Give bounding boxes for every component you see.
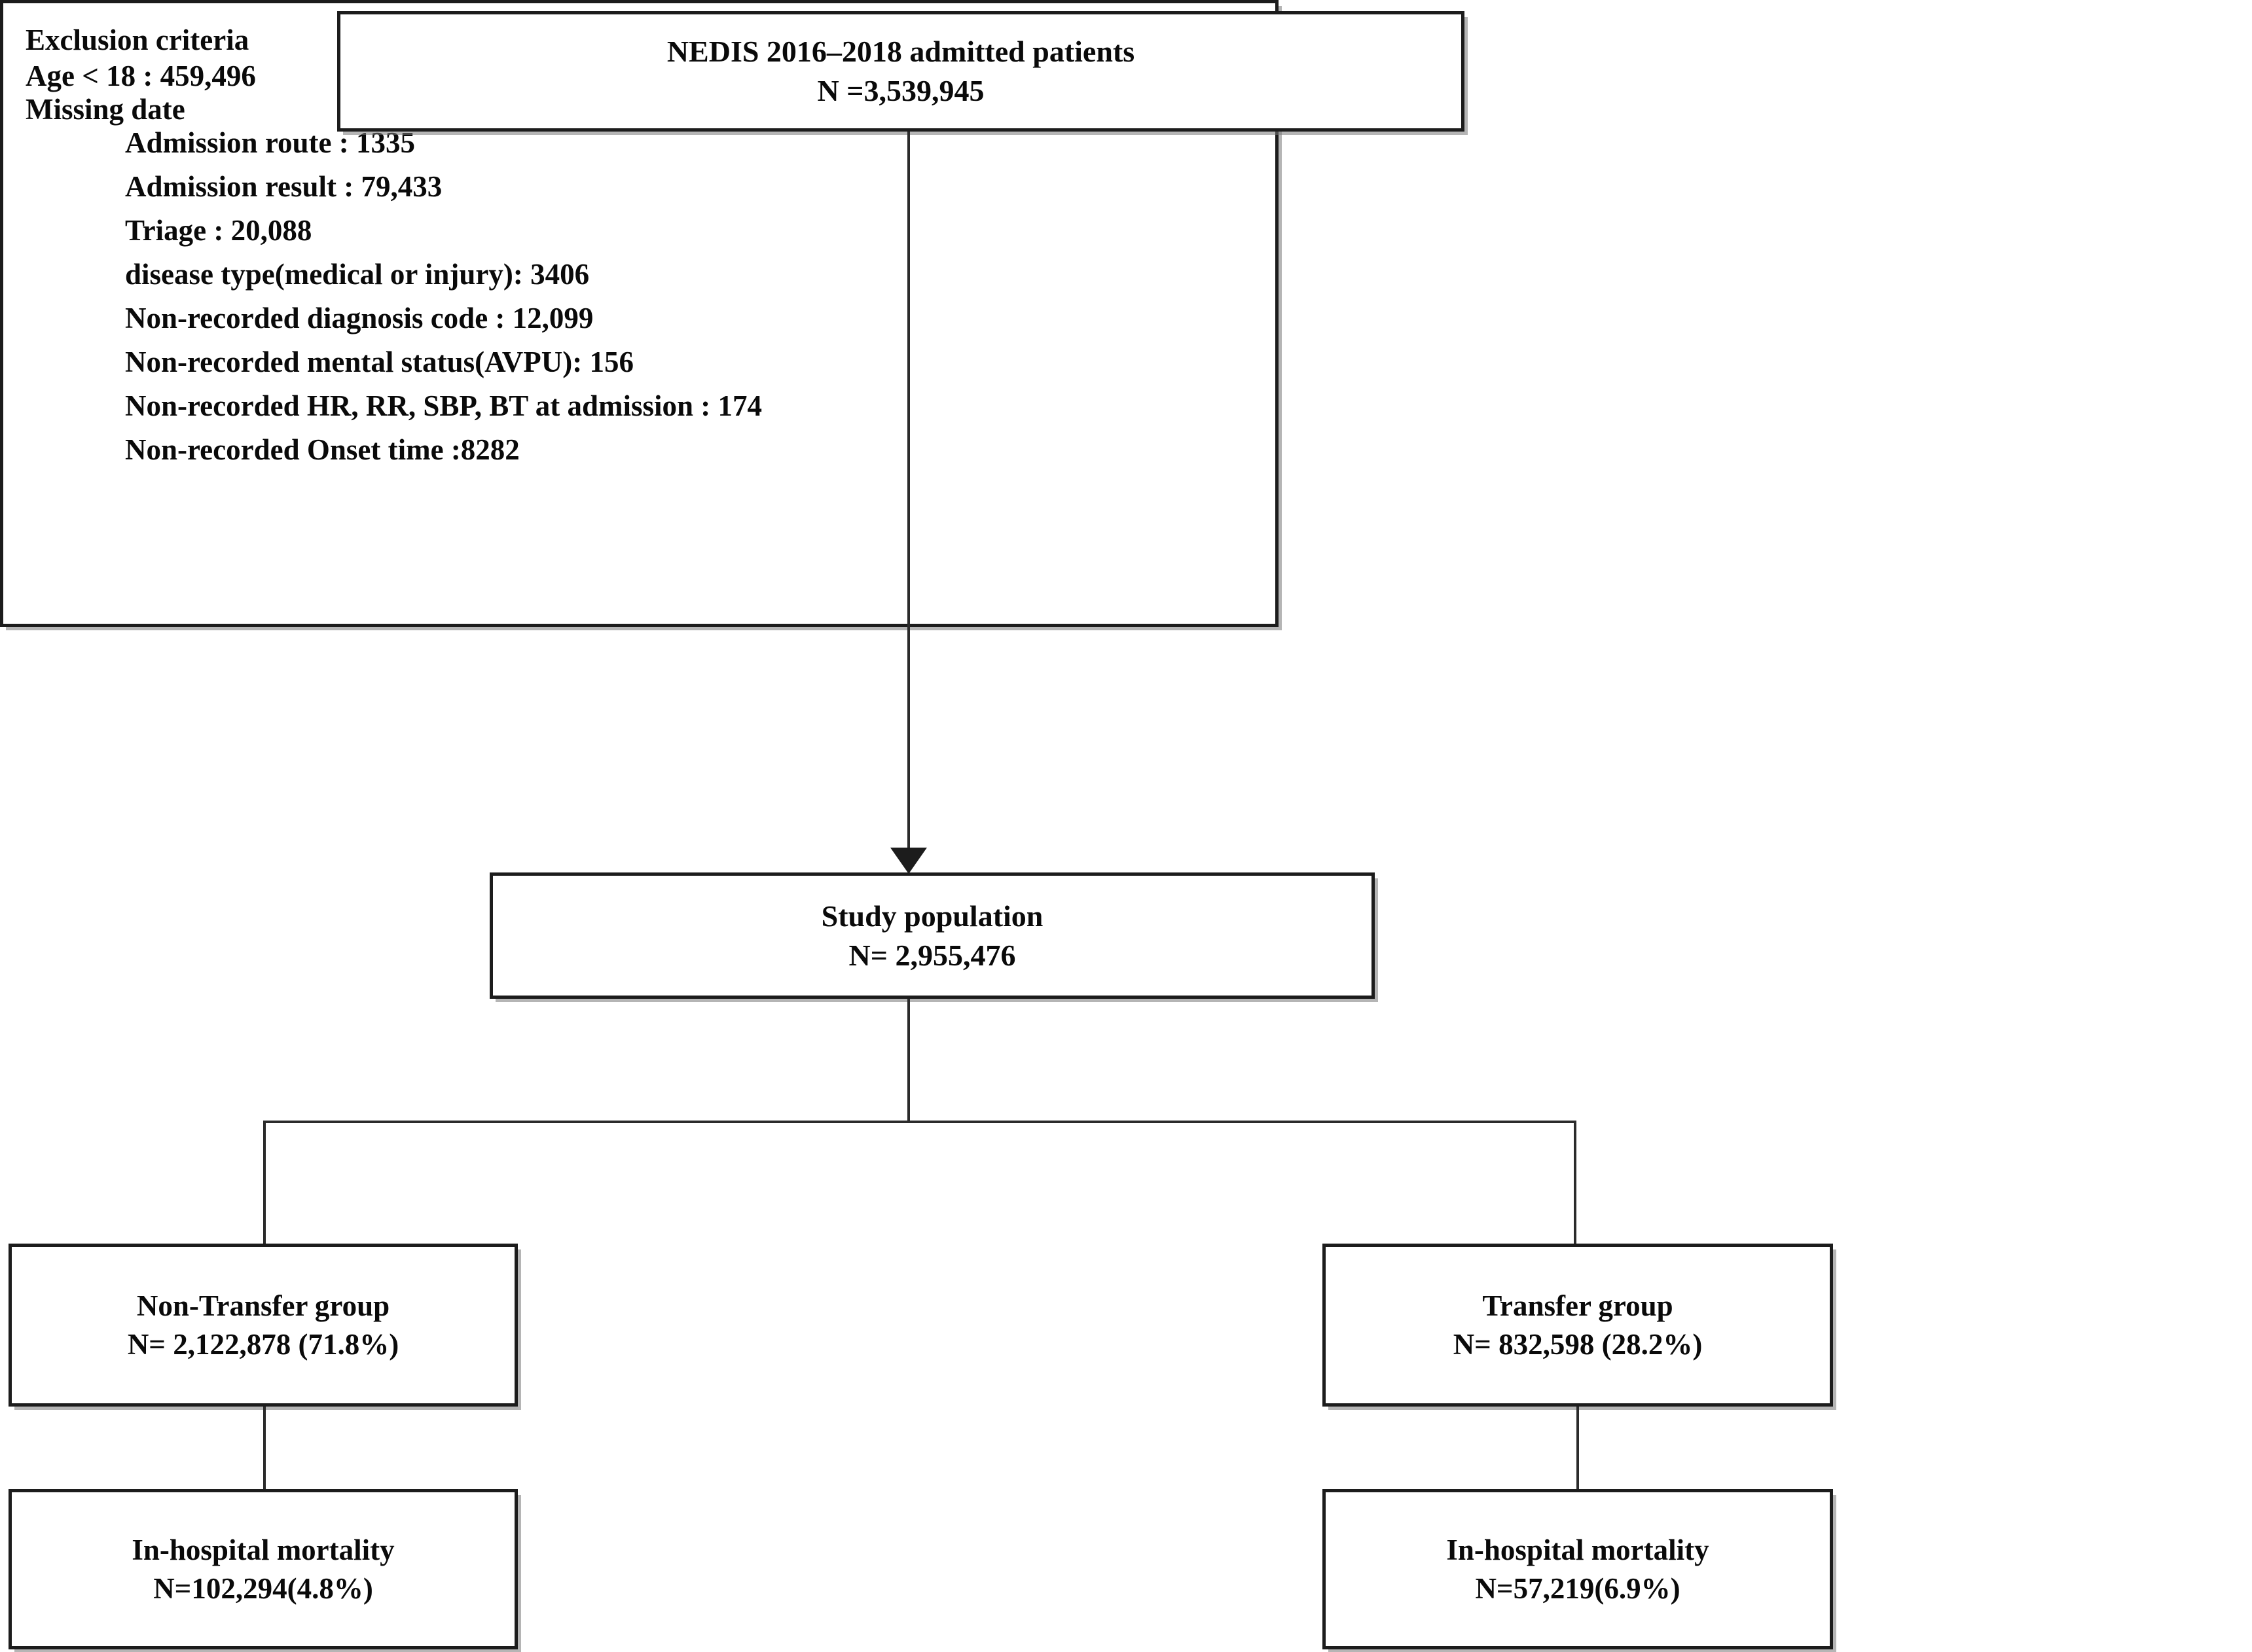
exclusion-line-onset-time: Non-recorded Onset time :8282 xyxy=(125,433,520,466)
node-study-line-1: Study population xyxy=(821,899,1044,933)
node-source-line-1: NEDIS 2016–2018 admitted patients xyxy=(666,35,1135,69)
exclusion-line-mental-status: Non-recorded mental status(AVPU): 156 xyxy=(125,346,634,378)
node-source-cohort: NEDIS 2016–2018 admitted patients N =3,5… xyxy=(337,11,1464,132)
node-non-transfer-line-1: Non-Transfer group xyxy=(136,1289,390,1322)
exclusion-line-age: Age < 18 : 459,496 xyxy=(26,60,256,92)
node-mortality-transfer-line-2: N=57,219(6.9%) xyxy=(1475,1571,1680,1605)
node-non-transfer-line-2: N= 2,122,878 (71.8%) xyxy=(127,1327,399,1361)
node-mortality-non-transfer-line-2: N=102,294(4.8%) xyxy=(153,1571,373,1605)
exclusion-line-triage: Triage : 20,088 xyxy=(125,214,312,247)
arrowhead-down-icon xyxy=(890,848,927,874)
node-study-population: Study population N= 2,955,476 xyxy=(490,872,1375,999)
exclusion-line-diagnosis-code: Non-recorded diagnosis code : 12,099 xyxy=(125,302,594,334)
exclusion-line-heading: Exclusion criteria xyxy=(26,24,249,56)
node-mortality-transfer-line-1: In-hospital mortality xyxy=(1446,1534,1709,1566)
node-mortality-non-transfer: In-hospital mortality N=102,294(4.8%) xyxy=(9,1489,518,1649)
node-transfer-line-1: Transfer group xyxy=(1482,1289,1673,1322)
node-source-line-2: N =3,539,945 xyxy=(817,74,985,107)
connector-branch-right xyxy=(1574,1121,1576,1245)
connector-branch-left xyxy=(263,1121,266,1245)
exclusion-line-admission-route: Admission route : 1335 xyxy=(125,126,415,159)
exclusion-line-admission-result: Admission result : 79,433 xyxy=(125,170,443,203)
connector-non-transfer-to-mortality xyxy=(263,1407,266,1490)
connector-source-to-study xyxy=(907,132,910,852)
node-non-transfer-group: Non-Transfer group N= 2,122,878 (71.8%) xyxy=(9,1244,518,1407)
exclusion-line-vitals: Non-recorded HR, RR, SBP, BT at admissio… xyxy=(125,389,763,422)
node-study-line-2: N= 2,955,476 xyxy=(848,938,1016,972)
connector-transfer-to-mortality xyxy=(1576,1407,1579,1490)
node-transfer-line-2: N= 832,598 (28.2%) xyxy=(1453,1327,1703,1361)
node-mortality-non-transfer-line-1: In-hospital mortality xyxy=(132,1534,395,1566)
node-exclusion-criteria: Exclusion criteria Age < 18 : 459,496 Mi… xyxy=(0,0,1279,627)
exclusion-line-missing: Missing date xyxy=(26,93,185,126)
node-transfer-group: Transfer group N= 832,598 (28.2%) xyxy=(1322,1244,1833,1407)
connector-split-bar xyxy=(264,1121,1576,1123)
connector-study-down xyxy=(907,999,910,1122)
node-mortality-transfer: In-hospital mortality N=57,219(6.9%) xyxy=(1322,1489,1833,1649)
exclusion-line-disease-type: disease type(medical or injury): 3406 xyxy=(125,258,590,291)
